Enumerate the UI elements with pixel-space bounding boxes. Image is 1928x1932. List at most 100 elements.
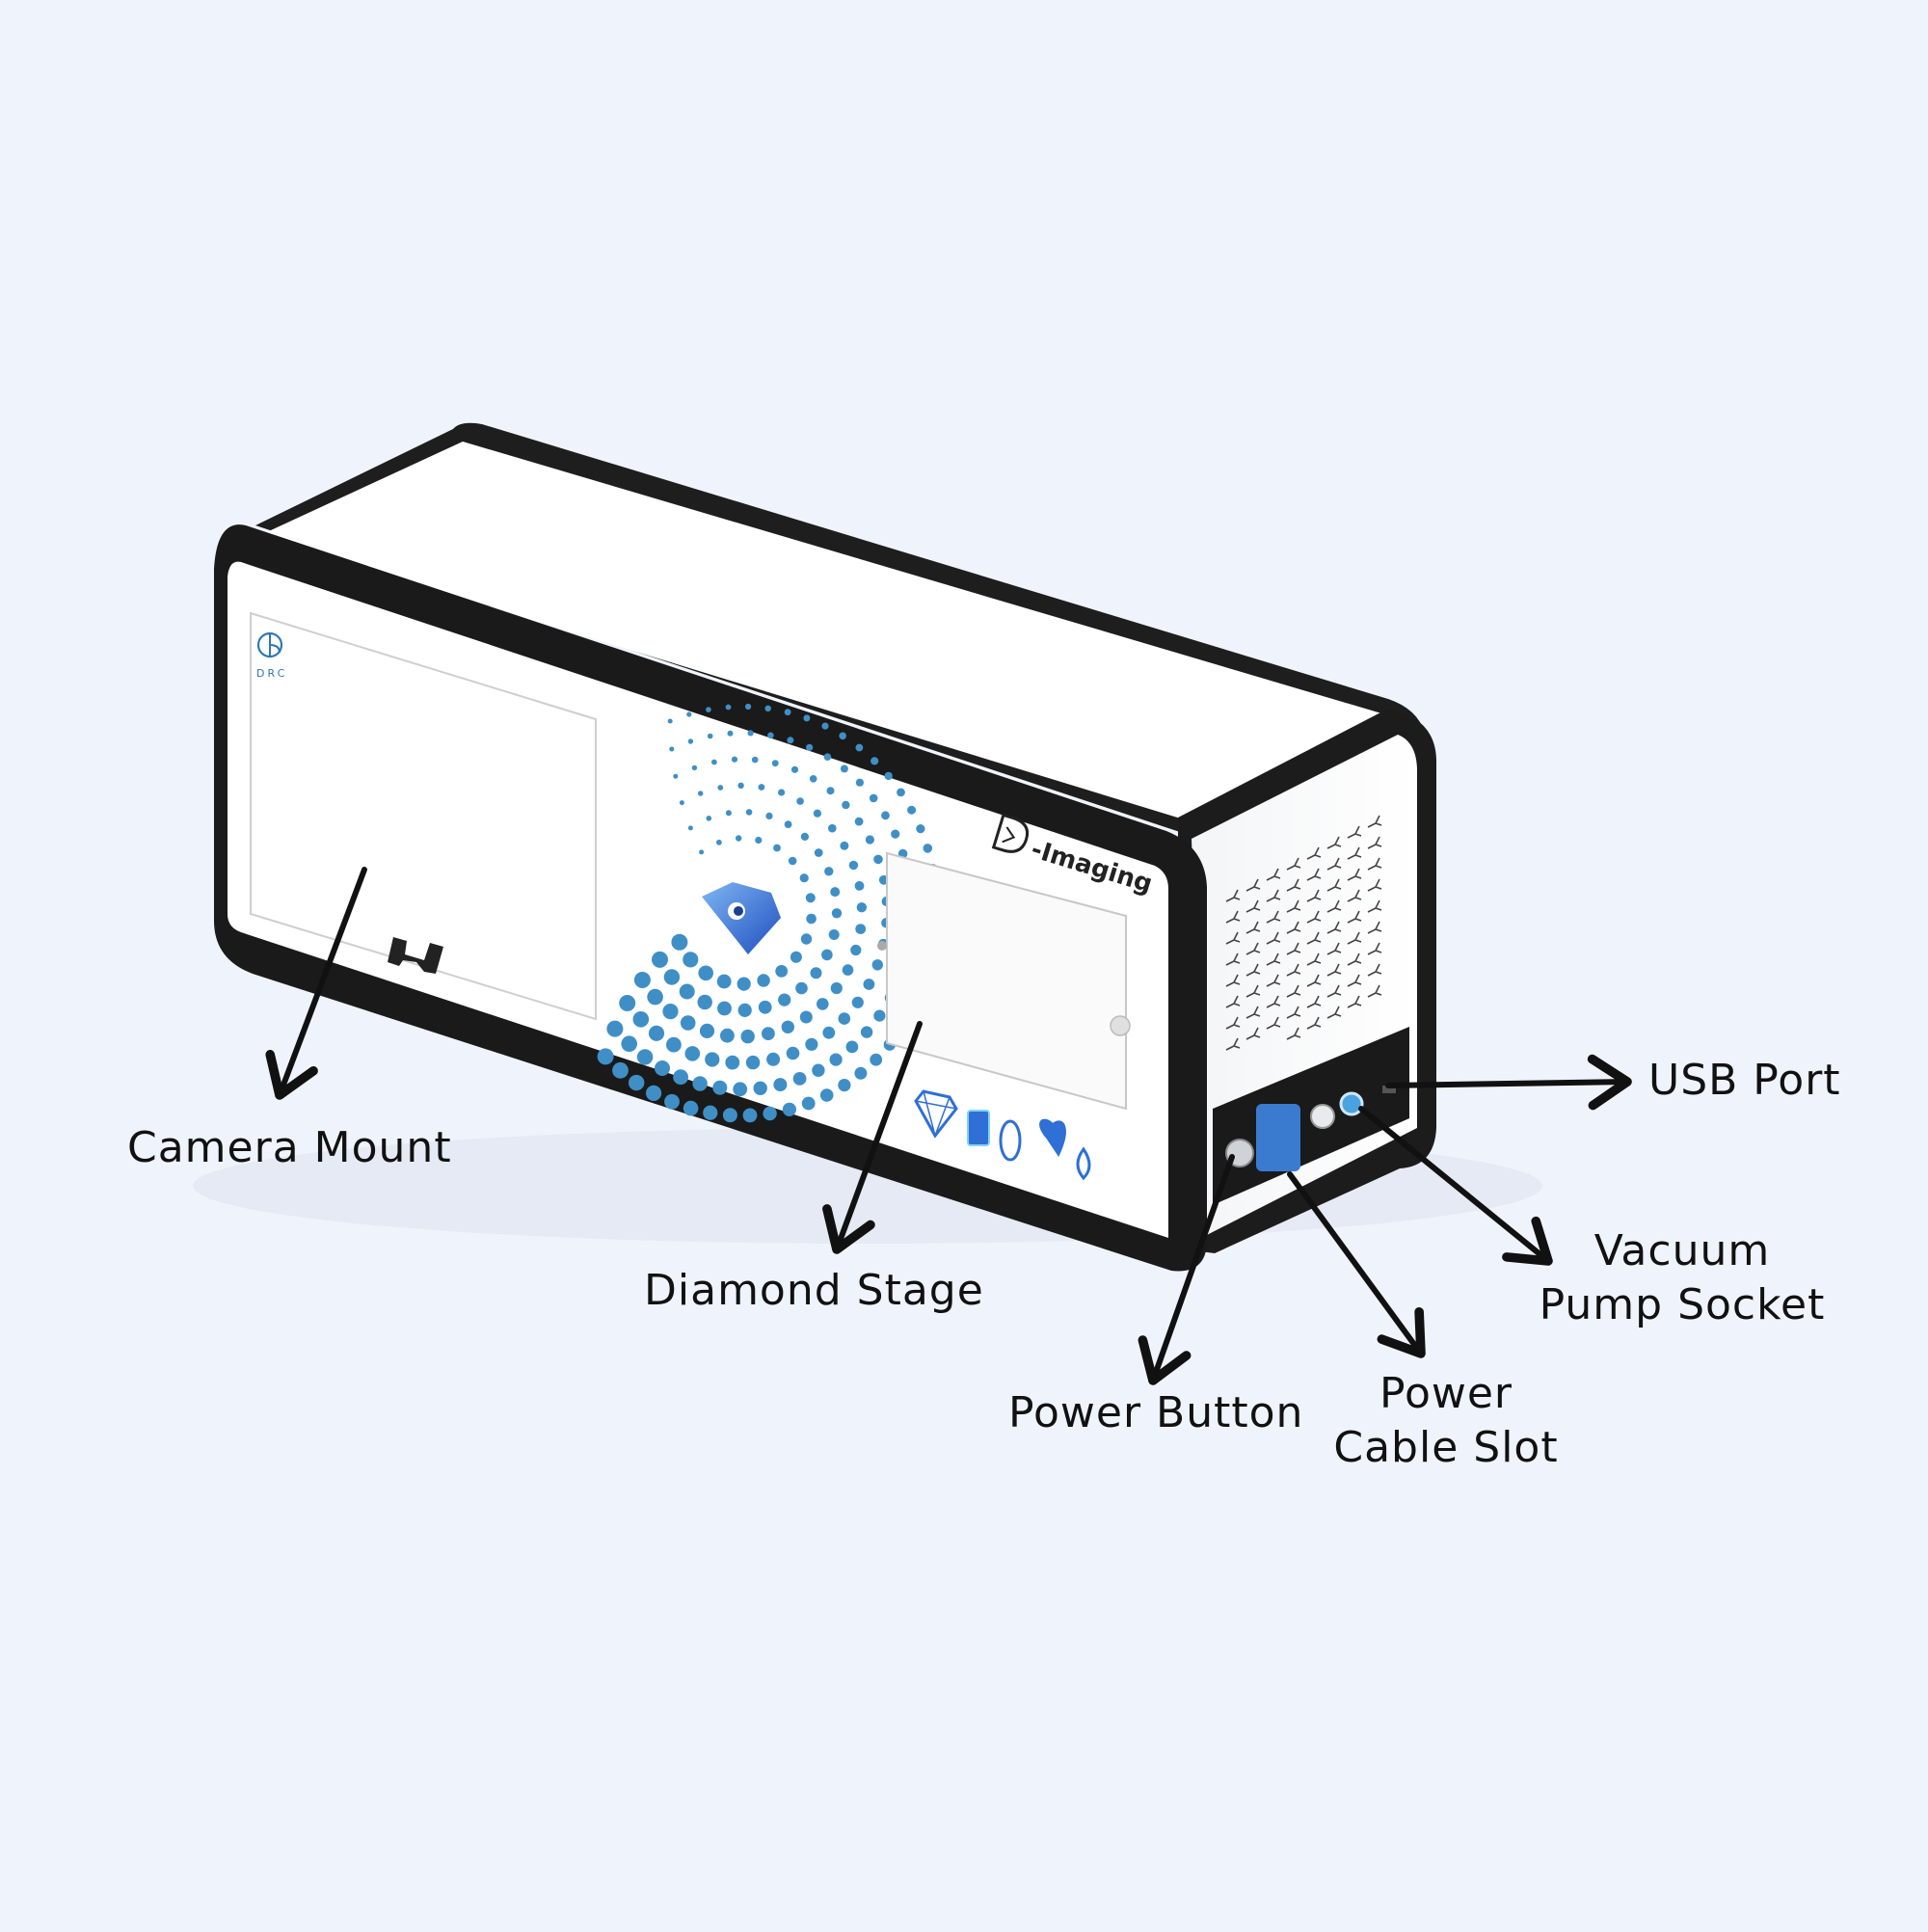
vent-slot bbox=[1306, 846, 1322, 860]
spiral-dot bbox=[775, 965, 789, 978]
spiral-dot bbox=[854, 1066, 868, 1080]
vent-slot bbox=[1245, 1027, 1261, 1040]
vent-slot bbox=[1286, 857, 1301, 871]
spiral-dot bbox=[863, 979, 875, 990]
spiral-dot bbox=[733, 1082, 748, 1097]
vent-slot bbox=[1266, 910, 1281, 924]
vent-slot bbox=[1245, 899, 1261, 913]
spiral-dot bbox=[781, 1020, 794, 1034]
spiral-dot bbox=[790, 951, 802, 963]
vent-slot bbox=[1225, 931, 1241, 945]
vent-slot bbox=[1347, 995, 1362, 1008]
spiral-dot bbox=[699, 849, 705, 855]
spiral-dot bbox=[855, 743, 864, 752]
spiral-dot bbox=[871, 959, 883, 971]
vent-slot bbox=[1326, 942, 1342, 955]
spiral-dot bbox=[697, 994, 712, 1010]
vent-slot bbox=[1367, 878, 1382, 892]
spiral-dot bbox=[664, 1093, 680, 1110]
vent-slot bbox=[1286, 878, 1301, 892]
vent-slot bbox=[1326, 984, 1342, 998]
vent-slot bbox=[1367, 921, 1382, 934]
spiral-dot bbox=[809, 775, 817, 783]
spiral-dot bbox=[711, 759, 717, 765]
spiral-dot bbox=[812, 1063, 825, 1077]
spiral-dot bbox=[647, 988, 663, 1006]
vent-slot bbox=[1367, 963, 1382, 977]
vent-slot bbox=[1326, 878, 1342, 892]
spiral-dot bbox=[751, 756, 759, 764]
vent-slot bbox=[1266, 889, 1281, 902]
spiral-dot bbox=[758, 1000, 772, 1014]
spiral-dot bbox=[745, 1055, 761, 1070]
spiral-dot bbox=[801, 1096, 816, 1111]
spiral-dot bbox=[679, 800, 684, 806]
spiral-dot bbox=[716, 974, 732, 989]
vent-slot bbox=[1266, 931, 1281, 945]
d-imaging-logo bbox=[991, 813, 1030, 853]
spiral-dot bbox=[747, 730, 754, 737]
spiral-dot bbox=[669, 746, 675, 752]
arrow-vacuum-pump bbox=[1358, 1106, 1553, 1266]
spiral-dot bbox=[782, 1102, 797, 1116]
spiral-dot bbox=[839, 732, 846, 740]
port-panel bbox=[1213, 1027, 1409, 1205]
drc-logo bbox=[256, 631, 283, 658]
vent-slot bbox=[1266, 953, 1281, 966]
spiral-dot bbox=[830, 887, 841, 898]
pear-icon bbox=[1076, 1146, 1091, 1181]
spiral-dot bbox=[737, 1003, 752, 1017]
spiral-dot bbox=[897, 788, 905, 797]
gem-shape-icons bbox=[914, 1089, 1091, 1181]
vent-slot bbox=[1245, 921, 1261, 934]
spiral-dot bbox=[795, 981, 808, 995]
spiral-dot bbox=[773, 1078, 788, 1092]
round-diamond-icon bbox=[914, 1089, 958, 1139]
vent-slot bbox=[1367, 815, 1382, 828]
spiral-dot bbox=[725, 1055, 740, 1070]
spiral-dot bbox=[851, 996, 864, 1008]
spiral-dot bbox=[838, 1079, 851, 1092]
label-power-button: Power Button bbox=[1008, 1388, 1304, 1437]
spiral-dot bbox=[855, 924, 867, 934]
spiral-dot bbox=[788, 856, 797, 866]
vent-slot bbox=[1286, 963, 1301, 977]
usb-port bbox=[1382, 1086, 1396, 1093]
spiral-dot bbox=[842, 800, 850, 810]
spiral-dot bbox=[828, 929, 840, 940]
spiral-dot bbox=[722, 1108, 737, 1123]
spiral-dot bbox=[821, 949, 833, 961]
vent-slot bbox=[1347, 846, 1362, 860]
vent-slot bbox=[1225, 1016, 1241, 1030]
spiral-dot bbox=[823, 753, 832, 761]
vent-slot bbox=[1347, 825, 1362, 839]
vent-slot bbox=[1326, 836, 1342, 849]
label-vacuum-pump-socket: Vacuum Pump Socket bbox=[1533, 1224, 1832, 1332]
callout-arrows bbox=[265, 867, 1632, 1385]
arrow-diamond-stage bbox=[822, 1021, 923, 1254]
vent-slot bbox=[1306, 974, 1322, 987]
spiral-dot bbox=[805, 893, 816, 903]
vent-slot bbox=[1266, 974, 1281, 987]
vent-slot bbox=[1245, 963, 1261, 977]
spiral-dot bbox=[717, 1001, 732, 1016]
vent-slot bbox=[1286, 1027, 1301, 1040]
spiral-dot bbox=[716, 839, 722, 845]
label-power-cable-line-2: Cable Slot bbox=[1333, 1423, 1559, 1472]
power-cable-slot bbox=[1256, 1104, 1300, 1171]
spiral-dot bbox=[764, 705, 771, 711]
arrow-camera-mount bbox=[265, 867, 367, 1100]
spiral-dot bbox=[725, 810, 732, 817]
spiral-dot bbox=[731, 756, 738, 763]
spiral-dot bbox=[806, 913, 817, 925]
spiral-dot bbox=[692, 1076, 708, 1091]
vent-slot bbox=[1326, 963, 1342, 977]
spiral-dot bbox=[767, 732, 774, 739]
vent-slot bbox=[1347, 953, 1362, 966]
oval-icon bbox=[999, 1119, 1022, 1162]
spiral-dot bbox=[687, 738, 694, 744]
spiral-dot bbox=[784, 820, 792, 828]
vent-slot bbox=[1326, 1006, 1342, 1019]
spiral-dot bbox=[619, 995, 636, 1011]
spiral-dot bbox=[873, 1009, 886, 1022]
